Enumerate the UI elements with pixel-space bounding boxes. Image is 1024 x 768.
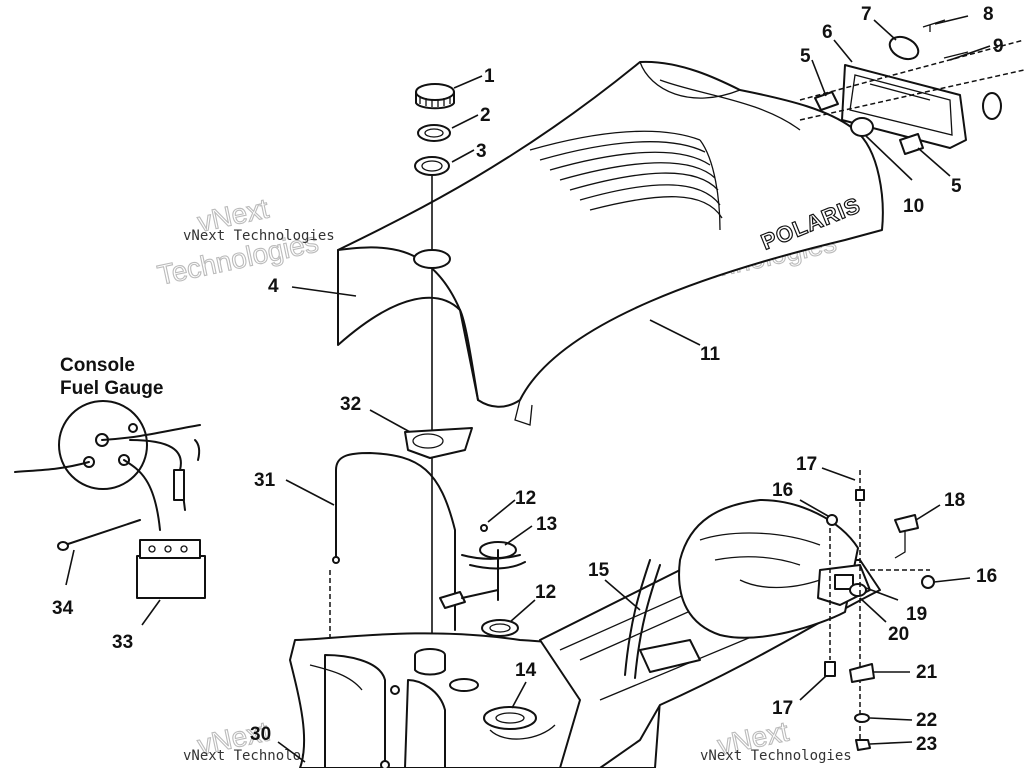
callout-21: 21 [916, 662, 938, 683]
seat-cover: POLARIS [337, 60, 884, 426]
console-fuel-gauge [14, 400, 201, 531]
callout-2: 2 [480, 105, 491, 126]
callout-14: 14 [515, 660, 537, 681]
svg-text:vNext Technologies: vNext Technologies [183, 748, 335, 764]
callout-22: 22 [916, 710, 937, 731]
wire-31 [335, 452, 456, 631]
callout-23: 23 [916, 734, 937, 755]
callout-32: 32 [340, 394, 361, 415]
gasket-32 [404, 427, 473, 459]
leader-lines [65, 15, 991, 763]
callout-10: 10 [903, 196, 924, 217]
callout-9: 9 [993, 36, 1004, 57]
bushing-3 [414, 156, 450, 176]
console-label-line2: Fuel Gauge [60, 378, 163, 399]
callout-15: 15 [588, 560, 610, 581]
callout-17-top: 17 [796, 454, 817, 475]
callout-30: 30 [250, 724, 271, 745]
callout-17-bottom: 17 [772, 698, 793, 719]
callout-11: 11 [700, 344, 721, 365]
callout-7: 7 [861, 4, 872, 25]
callout-12-bottom: 12 [535, 582, 556, 603]
watermark-right-bottom: vNext vNext Technologies [700, 715, 852, 764]
chassis-frame [539, 499, 881, 768]
callout-1: 1 [484, 66, 495, 87]
callout-5-bottom: 5 [951, 176, 962, 197]
callout-4: 4 [268, 276, 279, 297]
callout-33: 33 [112, 632, 133, 653]
callout-8: 8 [983, 4, 994, 25]
svg-text:vNext Technologies: vNext Technologies [183, 228, 335, 244]
hardware-right [824, 470, 935, 751]
callout-31: 31 [254, 470, 276, 491]
callout-5-top: 5 [800, 46, 811, 67]
callout-6: 6 [822, 22, 833, 43]
callout-34: 34 [52, 598, 74, 619]
callout-16-right: 16 [976, 566, 997, 587]
gas-cap-1 [415, 83, 455, 110]
watermark-left-top: vNext Technologies vNext Technologies [154, 192, 335, 291]
console-label-line1: Console [60, 355, 135, 376]
callout-numbers: 1 2 3 4 5 5 6 7 8 9 10 11 12 12 13 14 15… [52, 4, 1004, 755]
callout-20: 20 [888, 624, 909, 645]
fuel-sender-33 [136, 539, 206, 599]
taillight-assembly [799, 19, 1024, 155]
fuel-pickup-13 [439, 524, 526, 637]
callout-18: 18 [944, 490, 965, 511]
callout-19: 19 [906, 604, 927, 625]
wire-34 [64, 519, 141, 546]
gasket-2 [417, 124, 451, 142]
callout-3: 3 [476, 141, 487, 162]
callout-16-top: 16 [772, 480, 793, 501]
callout-12-top: 12 [515, 488, 536, 509]
callout-13: 13 [536, 514, 557, 535]
svg-text:vNext Technologies: vNext Technologies [700, 748, 852, 764]
